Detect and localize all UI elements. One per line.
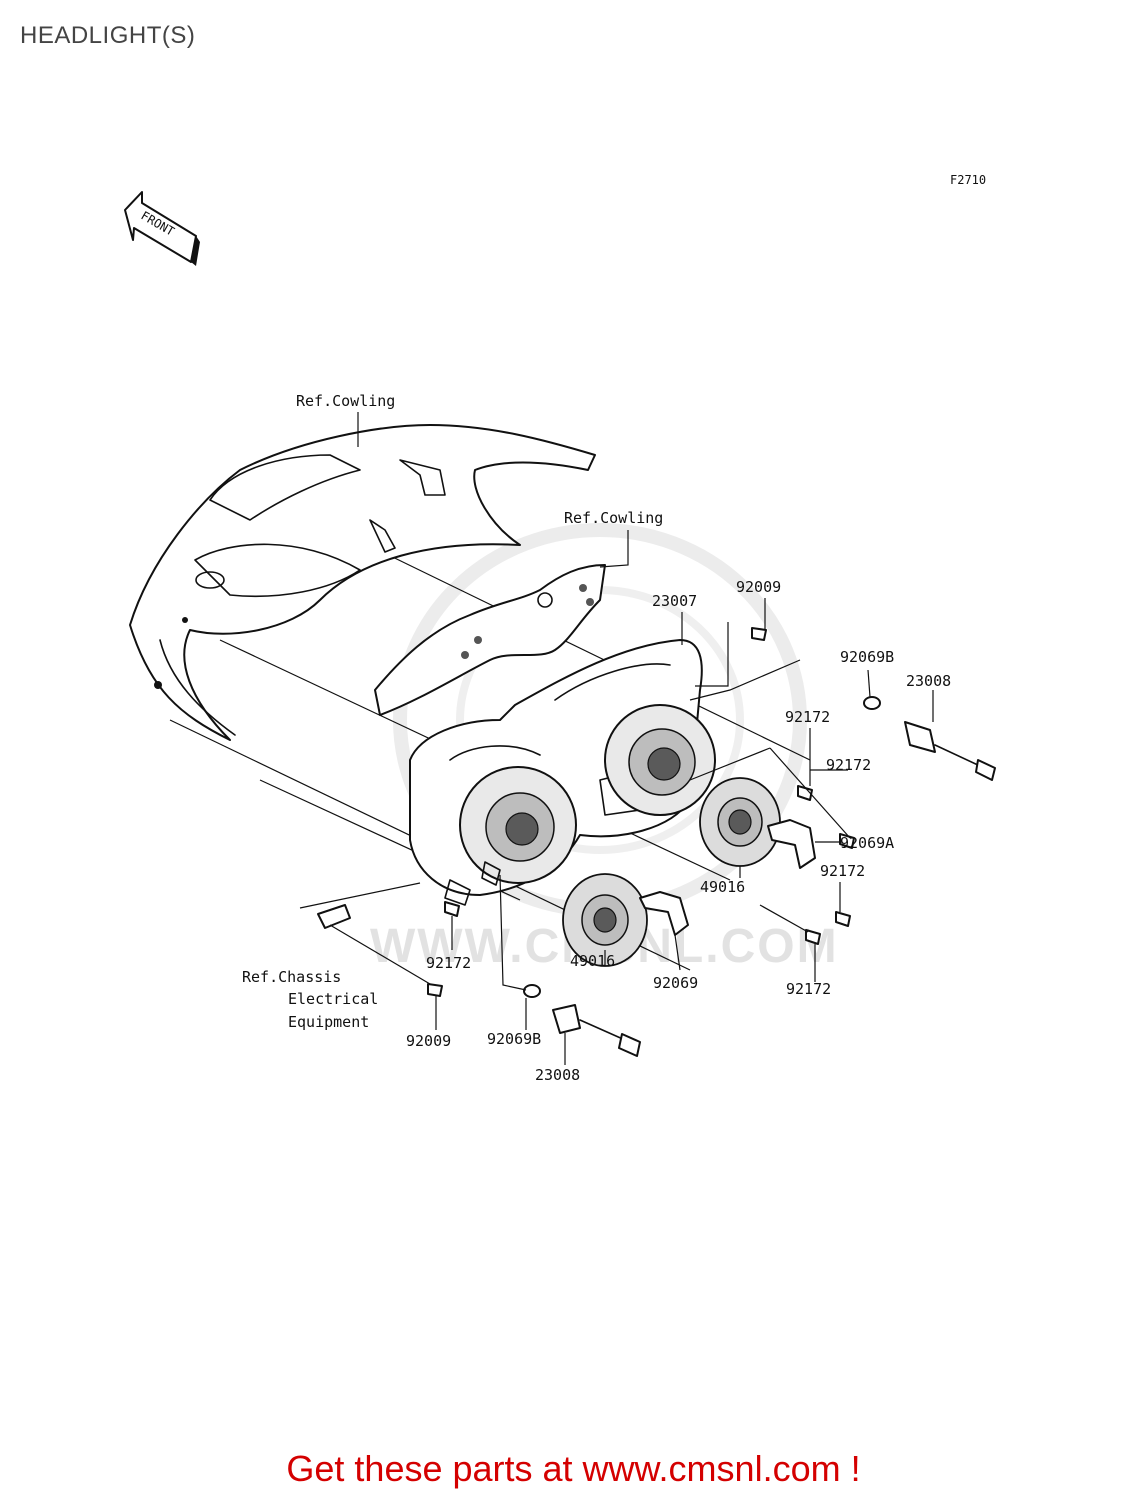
label-23007: 23007 [652, 592, 697, 610]
label-ref-cowling-2: Ref.Cowling [564, 509, 663, 527]
parts-diagram: WWW.CMSNL.COM F2710 FRONT [124, 173, 996, 1084]
label-92009-bottom: 92009 [406, 1032, 451, 1050]
bulb-92069b-bottom-icon [523, 984, 541, 998]
cowling [129, 424, 596, 741]
footer-link[interactable]: Get these parts at www.cmsnl.com ! [286, 1448, 861, 1489]
socket-23008-top-icon [904, 721, 996, 781]
headlight-housing-23007 [409, 639, 716, 906]
label-92172-a: 92172 [785, 708, 830, 726]
dust-cap-left-49016 [562, 873, 648, 967]
dust-cap-right-49016 [699, 777, 781, 867]
label-92172-left: 92172 [426, 954, 471, 972]
bracket-ref-chassis-icon [317, 904, 351, 929]
figure-code: F2710 [950, 173, 986, 187]
bulb-92069-icon [639, 891, 689, 936]
label-49016-left: 49016 [570, 952, 615, 970]
screw-92009-bottom-icon [427, 983, 443, 997]
bulb-92069a-icon [767, 819, 816, 869]
screw-92172-c-icon [835, 911, 851, 927]
page-title: HEADLIGHT(S) [20, 22, 196, 49]
label-ref-chassis-3: Equipment [288, 1013, 369, 1031]
label-ref-chassis-2: Electrical [288, 990, 378, 1008]
label-92009-top: 92009 [736, 578, 781, 596]
socket-23008-bottom-icon [552, 1004, 641, 1057]
label-92069b-bottom: 92069B [487, 1030, 541, 1048]
leader-lines [299, 412, 934, 1065]
label-92172-c: 92172 [820, 862, 865, 880]
bulb-92069b-top-icon [863, 696, 881, 710]
label-92069b-top: 92069B [840, 648, 894, 666]
label-ref-cowling-1: Ref.Cowling [296, 392, 395, 410]
label-92172-b: 92172 [826, 756, 871, 774]
screw-92172-a-icon [797, 785, 813, 801]
screw-92172-d-icon [805, 929, 821, 945]
inner-bracket [369, 519, 606, 716]
label-92069a: 92069A [840, 834, 894, 852]
screw-92009-top-icon [751, 627, 767, 641]
screw-92172-left-icon [444, 901, 460, 917]
label-ref-chassis-1: Ref.Chassis [242, 968, 341, 986]
label-92172-d: 92172 [786, 980, 831, 998]
label-92069: 92069 [653, 974, 698, 992]
label-49016-right: 49016 [700, 878, 745, 896]
front-arrow-icon: FRONT [124, 191, 200, 266]
label-23008-top: 23008 [906, 672, 951, 690]
label-23008-bottom: 23008 [535, 1066, 580, 1084]
